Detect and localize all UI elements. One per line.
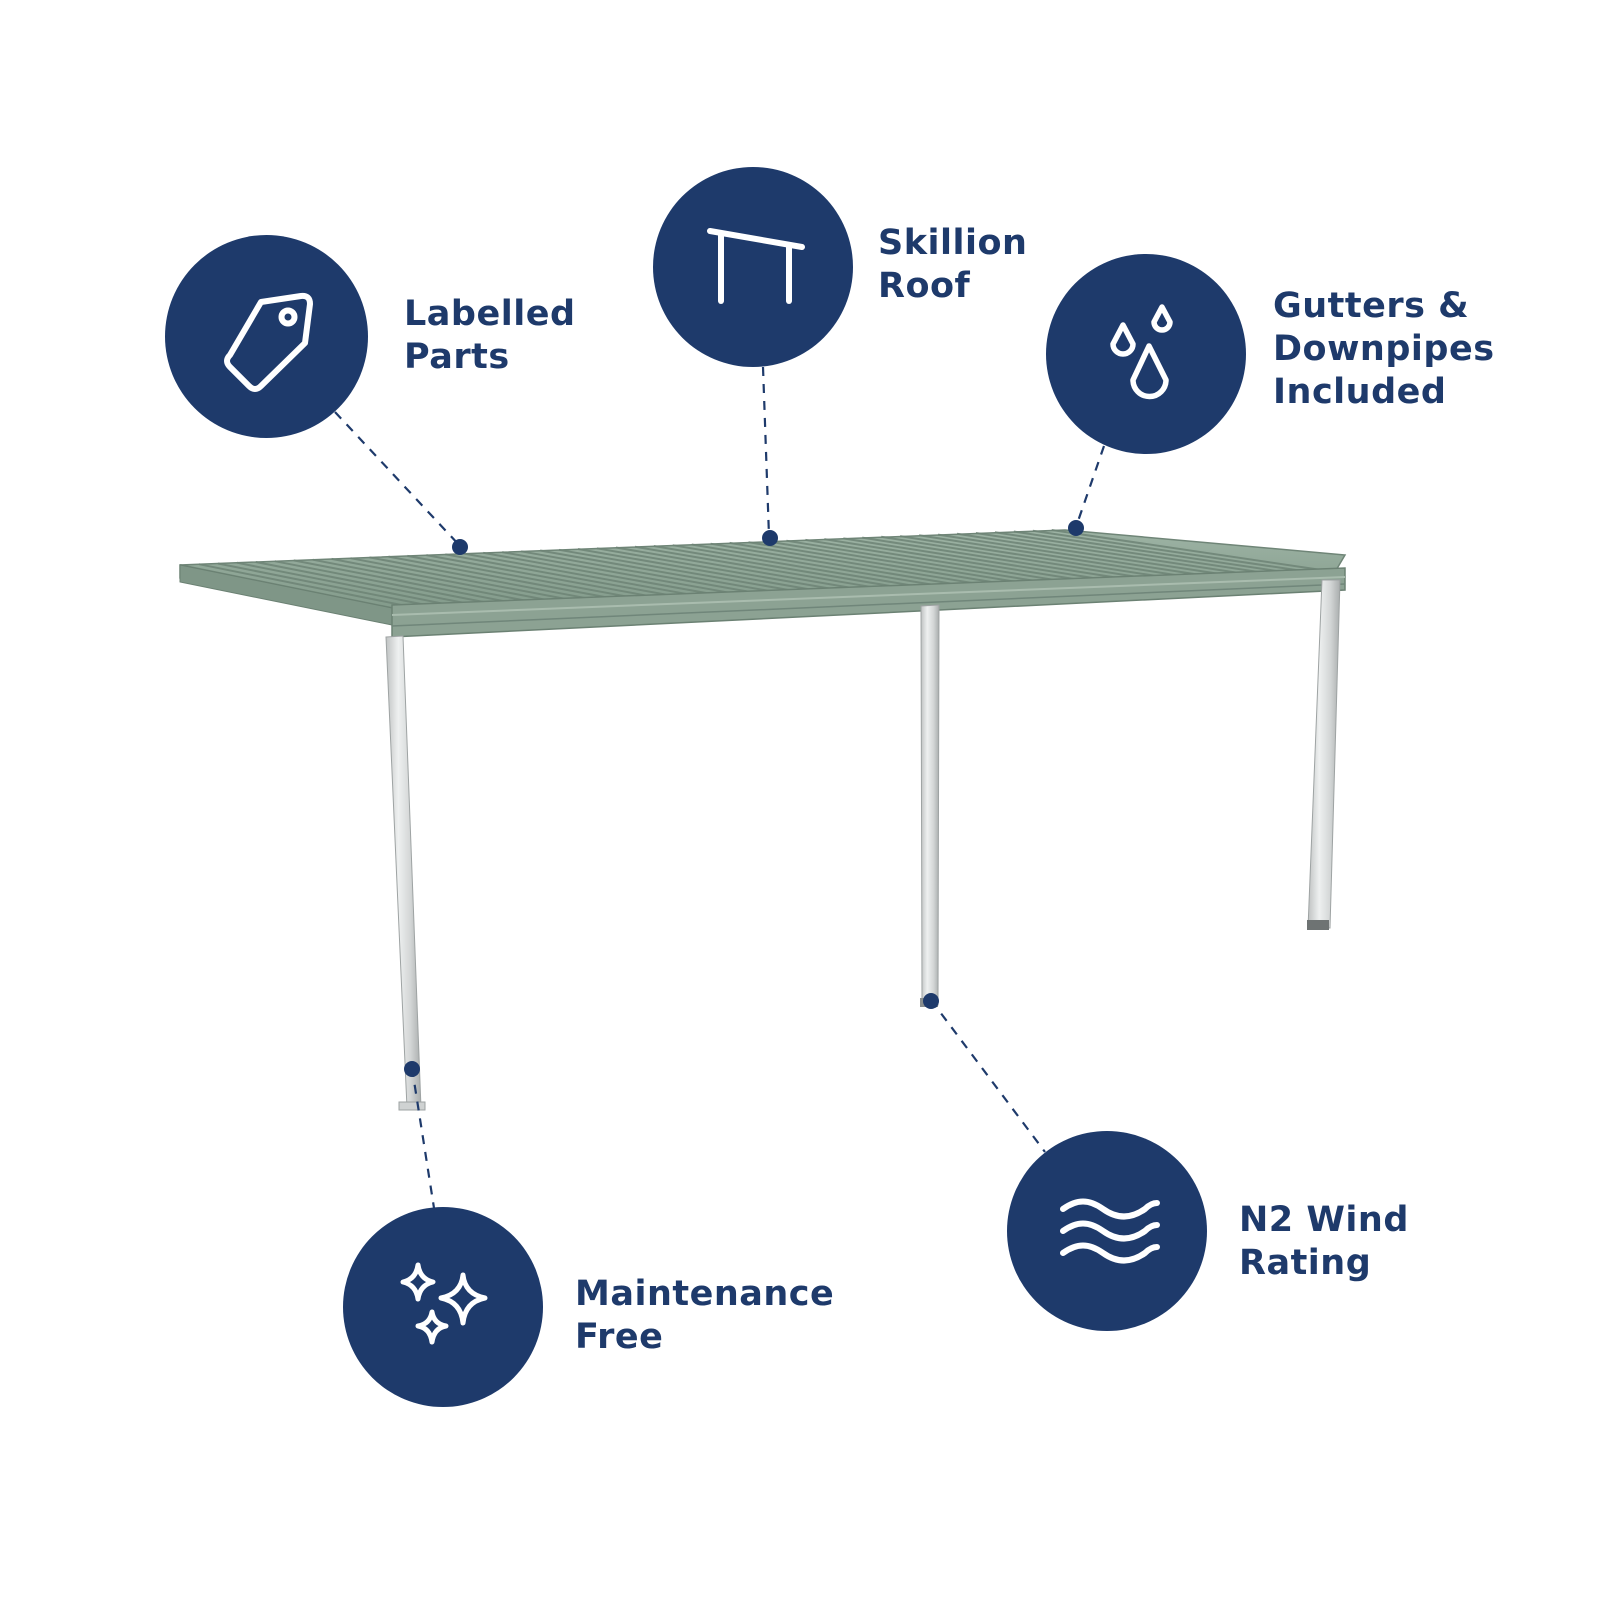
feature-label-labelled-parts: Labelled Parts [404, 294, 576, 377]
feature-label-gutters-downpipes: Gutters & Downpipes Included [1273, 286, 1495, 412]
post-middle [920, 604, 940, 1006]
leader-lines [334, 366, 1106, 1209]
wind-waves-icon [1060, 1198, 1160, 1264]
feature-label-skillion-roof: Skillion Roof [878, 223, 1028, 306]
water-drops-icon [1110, 304, 1173, 400]
anchor-dot-gutters [1068, 520, 1084, 536]
gutter-fascia [391, 567, 1346, 638]
leader-line-wind [930, 999, 1046, 1153]
feature-badge-gutters-downpipes [1046, 254, 1246, 454]
feature-badge-maintenance-free [343, 1207, 543, 1407]
anchor-dot-labelled-parts [452, 539, 468, 555]
feature-badge-labelled-parts [165, 235, 368, 438]
anchor-dot-skillion-roof [762, 530, 778, 546]
feature-label-maintenance-free: Maintenance Free [575, 1274, 835, 1357]
leader-line-labelled-parts [334, 411, 461, 547]
feature-badge-n2-wind-rating [1007, 1131, 1207, 1331]
feature-badge-skillion-roof [653, 167, 853, 367]
post-right [1307, 579, 1341, 929]
anchor-dot-wind [923, 993, 939, 1009]
roof-ribs [179, 529, 1336, 609]
leader-line-skillion-roof [761, 366, 771, 537]
post-left [385, 635, 422, 1109]
anchor-dots [404, 520, 1084, 1077]
feature-label-n2-wind-rating: N2 Wind Rating [1239, 1200, 1409, 1283]
leader-line-gutters [1074, 445, 1106, 528]
leader-line-maintenance [410, 1067, 436, 1209]
tag-icon [224, 292, 313, 392]
anchor-dot-maintenance [404, 1061, 420, 1077]
skillion-roof-icon [707, 228, 805, 304]
sparkle-icon [400, 1262, 488, 1345]
